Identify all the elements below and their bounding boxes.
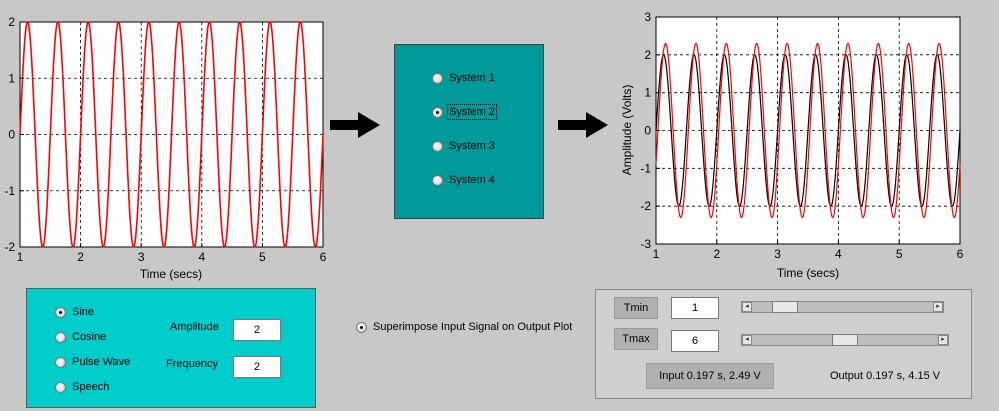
slider-right-arrow-icon[interactable]: ▸ [938,335,948,345]
tmax-slider[interactable]: ◂ ▸ [741,334,949,346]
superimpose-radio-icon[interactable] [356,321,367,333]
tmin-slider-thumb[interactable] [772,301,799,313]
arrow-right-icon [330,112,380,138]
tmax-label: Tmax [614,328,658,350]
x-tick-label: 2 [713,247,720,261]
amplitude-label: Amplitude [170,321,219,333]
amplitude-input[interactable]: 2 [233,319,281,341]
radio-button-icon[interactable] [55,306,66,318]
x-tick-label: 3 [774,247,781,261]
y-tick-label: 0 [8,128,15,142]
x-tick-label: 2 [77,250,84,264]
time-range-panel: Tmin 1 ◂ ▸ Tmax 6 ◂ ▸ Input 0.197 s, 2.4… [595,289,972,399]
superimpose-toggle[interactable]: Superimpose Input Signal on Output Plot [356,321,572,333]
slider-right-arrow-icon[interactable]: ▸ [933,302,943,312]
x-tick-label: 5 [896,247,903,261]
y-tick-label: -1 [640,161,651,175]
output-plot: 1 2 3 4 5 6 -3 -2 -1 0 1 2 3 Time (secs) Amplitude (… [620,10,964,280]
input-readout: Input 0.197 s, 2.49 V [646,363,774,389]
slider-left-arrow-icon[interactable]: ◂ [742,335,752,345]
output-readout: Output 0.197 s, 4.15 V [830,370,941,382]
signal-type-option[interactable]: Speech [55,381,109,393]
signal-type-option-label: Cosine [72,331,107,343]
system-option[interactable]: System 2 [432,104,497,120]
y-tick-label: -3 [640,237,651,251]
radio-button-icon[interactable] [55,356,66,368]
arrow-right-icon [558,112,608,138]
output-input-signal-line [655,54,961,207]
x-tick-label: 6 [957,247,964,261]
output-plot-xlabel: Time (secs) [777,266,839,280]
frequency-input[interactable]: 2 [233,356,281,378]
y-tick-label: 1 [644,86,651,100]
y-tick-label: -2 [4,240,15,254]
tmax-input[interactable]: 6 [671,330,719,352]
x-tick-label: 6 [320,250,327,264]
output-signal-line [655,42,961,219]
x-tick-label: 5 [259,250,266,264]
tmin-label: Tmin [614,297,658,319]
signal-type-option[interactable]: Cosine [55,331,106,343]
radio-button-icon[interactable] [432,72,443,84]
superimpose-label: Superimpose Input Signal on Output Plot [373,321,573,333]
tmax-slider-thumb[interactable] [832,334,858,346]
x-tick-label: 3 [138,250,145,264]
system-option[interactable]: System 1 [432,72,495,84]
output-plot-ylabel: Amplitude (Volts) [620,85,634,176]
tmin-input[interactable]: 1 [671,297,719,319]
y-tick-label: 0 [644,124,651,138]
slider-left-arrow-icon[interactable]: ◂ [742,302,752,312]
y-tick-label: 2 [8,15,15,29]
radio-button-icon[interactable] [432,106,443,118]
radio-button-icon[interactable] [432,174,443,186]
input-plot-xlabel: Time (secs) [140,267,202,281]
radio-button-icon[interactable] [55,381,66,393]
y-tick-label: 1 [8,71,15,85]
signal-type-option[interactable]: Pulse Wave [55,356,130,368]
y-tick-label: 2 [644,48,651,62]
system-option-label: System 1 [449,72,495,84]
x-tick-label: 4 [198,250,205,264]
system-option[interactable]: System 3 [432,140,495,152]
signal-type-option-label: Speech [72,381,110,393]
y-tick-label: 3 [644,10,651,24]
signal-type-option-label: Sine [72,306,95,318]
signal-type-option[interactable]: Sine [55,306,94,318]
y-tick-label: -2 [640,199,651,213]
signal-type-option-label: Pulse Wave [72,356,131,368]
tmin-slider[interactable]: ◂ ▸ [741,301,944,313]
frequency-label: Frequency [166,358,218,370]
system-panel: System 1 System 2 System 3 System 4 [394,44,544,219]
input-plot: 1 2 3 4 5 6 -2 -1 0 1 2 Time (secs) [4,15,327,281]
system-option-label: System 3 [449,140,495,152]
x-tick-label: 1 [653,247,660,261]
radio-button-icon[interactable] [432,140,443,152]
radio-button-icon[interactable] [55,331,66,343]
system-option[interactable]: System 4 [432,174,495,186]
system-option-label: System 4 [449,174,495,186]
x-tick-label: 4 [835,247,842,261]
system-option-label: System 2 [447,104,497,120]
x-tick-label: 1 [17,250,24,264]
y-tick-label: -1 [4,184,15,198]
input-signal-line [19,21,324,248]
